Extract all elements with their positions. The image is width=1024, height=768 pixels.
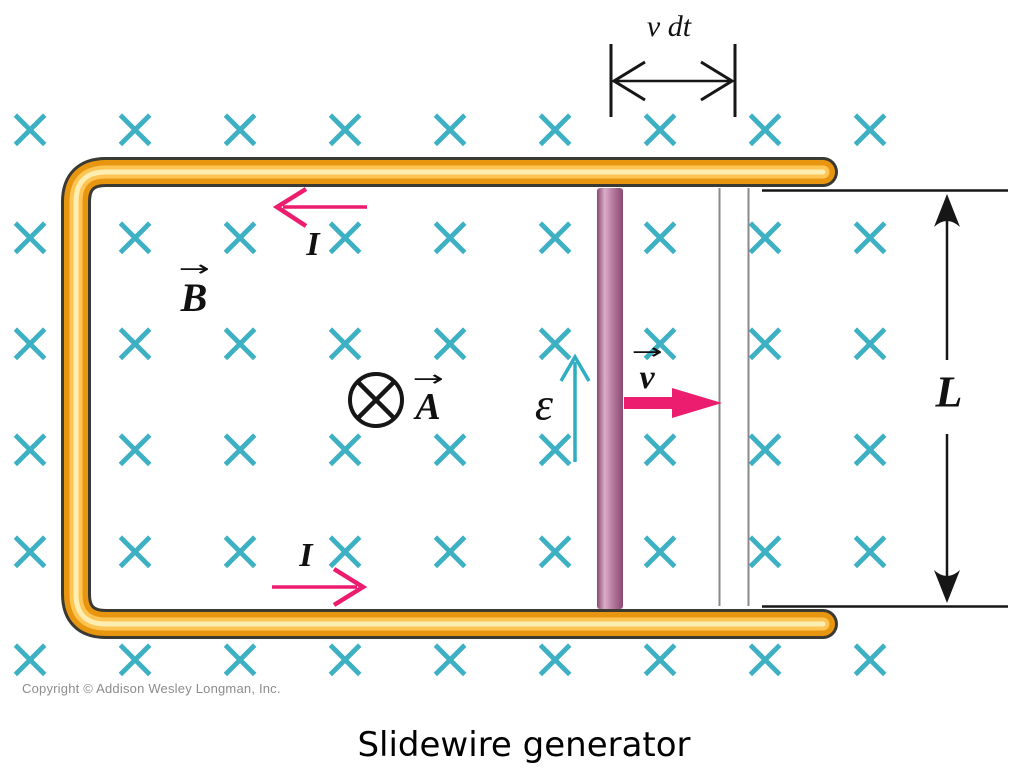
figure-caption: Slidewire generator: [357, 725, 691, 765]
field-into-page-mark: ×: [110, 414, 160, 482]
field-into-page-mark: ×: [530, 202, 580, 270]
field-into-page-mark: ×: [740, 94, 790, 162]
vector-arrow-icon: →: [412, 367, 444, 392]
field-into-page-mark: ×: [845, 202, 895, 270]
field-into-page-mark: ×: [320, 202, 370, 270]
length-dimension-arrow: [934, 194, 960, 603]
field-into-page-mark: ×: [845, 624, 895, 692]
ghost-position-lines: [718, 188, 750, 606]
field-into-page-mark: ×: [5, 202, 55, 270]
field-into-page-mark: ×: [425, 308, 475, 376]
field-into-page-mark: ×: [320, 94, 370, 162]
velocity-arrow: [624, 388, 722, 418]
current-arrow-top: [272, 187, 367, 228]
field-into-page-mark: ×: [635, 516, 685, 584]
current-arrow-bottom: [272, 567, 368, 607]
copyright-text: Copyright © Addison Wesley Longman, Inc.: [22, 681, 281, 696]
field-into-page-mark: ×: [320, 516, 370, 584]
area-into-page-symbol: [348, 372, 404, 428]
emf-label: ε: [534, 378, 554, 430]
field-into-page-mark: ×: [215, 516, 265, 584]
field-into-page-mark: ×: [5, 516, 55, 584]
field-into-page-mark: ×: [110, 516, 160, 584]
field-into-page-mark: ×: [635, 94, 685, 162]
field-into-page-mark: ×: [5, 414, 55, 482]
conductor-loop: [61, 157, 838, 639]
emf-arrow: [559, 353, 591, 462]
magnetic-field-label: → B: [178, 259, 209, 318]
field-into-page-mark: ×: [320, 308, 370, 376]
field-into-page-mark: ×: [5, 624, 55, 692]
vdt-label: v dt: [646, 10, 692, 43]
rail-extension-lines: [762, 189, 1008, 608]
field-into-page-mark: ×: [215, 414, 265, 482]
field-into-page-mark: ×: [110, 202, 160, 270]
field-into-page-mark: ×: [425, 516, 475, 584]
field-into-page-mark: ×: [425, 94, 475, 162]
field-into-page-mark: ×: [5, 94, 55, 162]
field-into-page-mark: ×: [635, 202, 685, 270]
field-into-page-mark: ×: [530, 414, 580, 482]
field-into-page-mark: ×: [110, 94, 160, 162]
field-into-page-mark: ×: [215, 308, 265, 376]
field-into-page-mark: ×: [530, 516, 580, 584]
field-into-page-mark: ×: [635, 308, 685, 376]
vdt-dimension-arrow: [609, 44, 737, 117]
slide-bar: [597, 188, 623, 609]
field-into-page-mark: ×: [635, 414, 685, 482]
field-into-page-mark: ×: [845, 414, 895, 482]
field-into-page-mark: ×: [215, 202, 265, 270]
area-label: → A: [412, 369, 443, 427]
length-label: L: [935, 367, 963, 417]
velocity-label: → v: [631, 340, 663, 396]
vector-arrow-icon: →: [631, 340, 663, 365]
field-into-page-mark: ×: [110, 308, 160, 376]
field-into-page-mark: ×: [845, 516, 895, 584]
field-into-page-mark: ×: [320, 414, 370, 482]
current-label-bottom: I: [299, 537, 313, 574]
field-into-page-mark: ×: [845, 308, 895, 376]
field-into-page-mark: ×: [215, 94, 265, 162]
vector-arrow-icon: →: [178, 257, 210, 282]
current-label-top: I: [306, 226, 320, 263]
field-into-page-mark: ×: [5, 308, 55, 376]
field-into-page-mark: ×: [425, 414, 475, 482]
field-into-page-mark: ×: [845, 94, 895, 162]
field-into-page-mark: ×: [530, 94, 580, 162]
field-into-page-mark: ×: [425, 202, 475, 270]
